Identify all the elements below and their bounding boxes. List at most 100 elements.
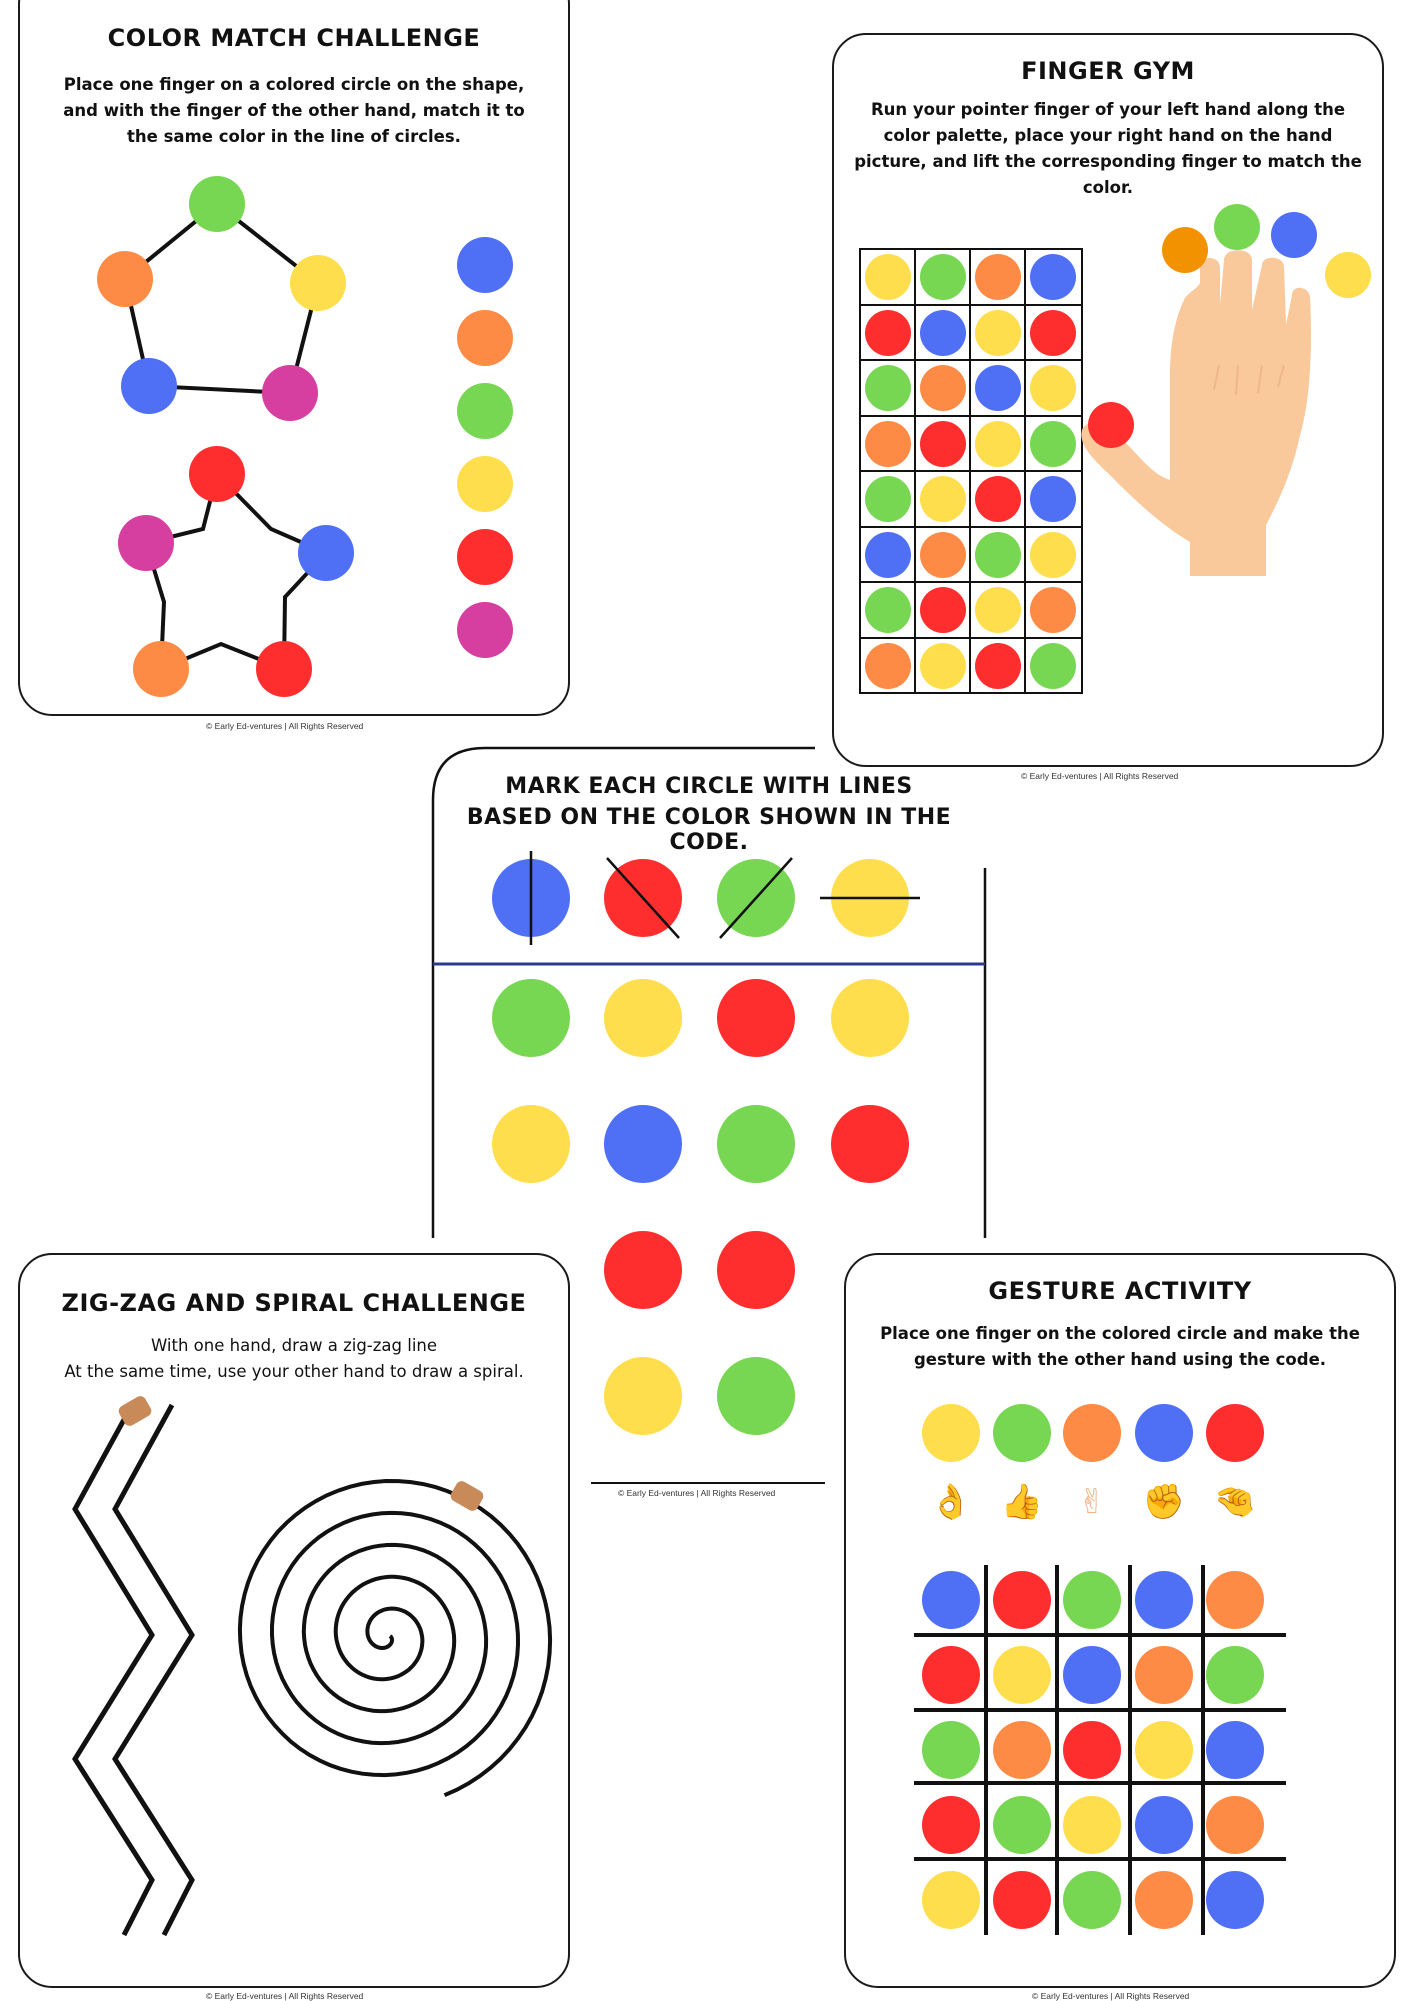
finger-gym-title: FINGER GYM (1021, 57, 1195, 85)
yellow-circle (865, 254, 911, 300)
palette-cell (1026, 417, 1081, 472)
gesture-grid-circle (1206, 1871, 1264, 1929)
red-circle (920, 420, 966, 467)
palette-cell (861, 250, 916, 306)
palette-cell (916, 250, 971, 306)
palette-cell (971, 250, 1026, 306)
gesture-grid-circle (1135, 1871, 1193, 1929)
gesture-grid-circle (1206, 1646, 1264, 1704)
code-mark-line (529, 851, 533, 945)
mark-grid-circle (492, 979, 570, 1057)
gesture-code-circle (922, 1404, 980, 1462)
palette-cell (1026, 306, 1081, 361)
palette-cell (916, 638, 971, 694)
palette-cell (916, 472, 971, 528)
gesture-code-circle (1063, 1404, 1121, 1462)
green-circle (457, 383, 513, 439)
finger-color-dot (1271, 212, 1317, 258)
mark-circle-card: MARK EACH CIRCLE WITH LINES BASED ON THE… (431, 746, 987, 1488)
mark-grid-circle (831, 1105, 909, 1183)
palette-cell (916, 305, 971, 361)
orange-circle (457, 310, 513, 366)
palette-cell (861, 305, 916, 361)
code-mark-line (820, 896, 920, 900)
mark-card-border (431, 746, 987, 1484)
gesture-grid-circle (922, 1796, 980, 1854)
color-match-instruction: Place one finger on a colored circle on … (63, 75, 525, 146)
pinch-hand-icon: 🤏 (1213, 1482, 1257, 1522)
fist-icon: ✊ (1142, 1482, 1186, 1522)
yellow-circle (975, 309, 1021, 356)
red-circle (975, 642, 1021, 689)
color-palette-grid (859, 248, 1083, 694)
finger-color-dot (1325, 252, 1371, 298)
gesture-card: GESTURE ACTIVITY Place one finger on the… (844, 1253, 1396, 1988)
gesture-grid-circle (1206, 1796, 1264, 1854)
red-circle (256, 641, 312, 697)
palette-cell (861, 527, 916, 583)
finger-color-dot (1088, 402, 1134, 448)
footer-zigzag: © Early Ed-ventures | All Rights Reserve… (206, 1991, 364, 2001)
green-circle (920, 254, 966, 300)
mark-grid-circle (604, 1231, 682, 1309)
palette-cell (971, 472, 1026, 528)
palette-cell (1026, 583, 1081, 639)
mark-grid-circle (831, 979, 909, 1057)
mark-grid-circle (717, 1105, 795, 1183)
palette-cell (1026, 250, 1081, 306)
orange-circle (865, 420, 911, 467)
gesture-code-circle (993, 1404, 1051, 1462)
mark-title-line2: BASED ON THE COLOR SHOWN IN THE CODE. (466, 805, 952, 855)
gesture-grid-circle (993, 1721, 1051, 1779)
magenta-circle (262, 365, 318, 421)
gesture-grid-circle (922, 1721, 980, 1779)
gesture-grid-circle (1135, 1646, 1193, 1704)
gesture-grid-circle (993, 1646, 1051, 1704)
mark-title-line1: MARK EACH CIRCLE WITH LINES (505, 774, 913, 799)
zigzag-line2: At the same time, use your other hand to… (64, 1362, 524, 1381)
blue-circle (457, 237, 513, 293)
palette-cell (1026, 472, 1081, 528)
green-circle (865, 476, 911, 522)
mark-grid-circle (604, 1357, 682, 1435)
footer-mark-circle: © Early Ed-ventures | All Rights Reserve… (618, 1488, 776, 1498)
gesture-grid-circle (922, 1646, 980, 1704)
palette-cell (1026, 528, 1081, 583)
palette-cell (971, 527, 1026, 583)
footer-gesture: © Early Ed-ventures | All Rights Reserve… (1032, 1991, 1190, 2001)
mark-grid-circle (717, 1231, 795, 1309)
gesture-grid-circle (1063, 1721, 1121, 1779)
palette-cell (971, 583, 1026, 639)
green-circle (865, 365, 911, 411)
finger-color-dot (1214, 204, 1260, 250)
palette-cell (1026, 361, 1081, 417)
gesture-grid-circle (1135, 1796, 1193, 1854)
gesture-grid-circle (1135, 1721, 1193, 1779)
gesture-grid-circle (1063, 1571, 1121, 1629)
gesture-grid-circle (1135, 1571, 1193, 1629)
green-circle (1030, 642, 1076, 689)
yellow-circle (920, 642, 966, 689)
finger-color-dot (1162, 227, 1208, 273)
palette-cell (971, 638, 1026, 694)
thumbs-up-icon: 👍 (1000, 1482, 1044, 1522)
palette-cell (861, 361, 916, 417)
palette-cell (916, 416, 971, 472)
orange-circle (1030, 587, 1076, 633)
yellow-circle (1030, 531, 1076, 578)
green-circle (1030, 420, 1076, 467)
yellow-circle (920, 476, 966, 522)
orange-circle (975, 254, 1021, 300)
gesture-grid-lines (914, 1565, 1286, 1935)
orange-circle (133, 641, 189, 697)
color-match-card: COLOR MATCH CHALLENGE Place one finger o… (18, 0, 570, 716)
zigzag-card: ZIG-ZAG AND SPIRAL CHALLENGE With one ha… (18, 1253, 570, 1988)
footer-color-match: © Early Ed-ventures | All Rights Reserve… (206, 721, 364, 731)
palette-cell (916, 361, 971, 417)
palette-cell (861, 416, 916, 472)
blue-circle (121, 358, 177, 414)
code-mark-line (606, 857, 680, 939)
gesture-code-circle (1206, 1404, 1264, 1462)
gesture-grid-circle (1063, 1796, 1121, 1854)
ok-hand-icon: 👌 (929, 1482, 973, 1522)
